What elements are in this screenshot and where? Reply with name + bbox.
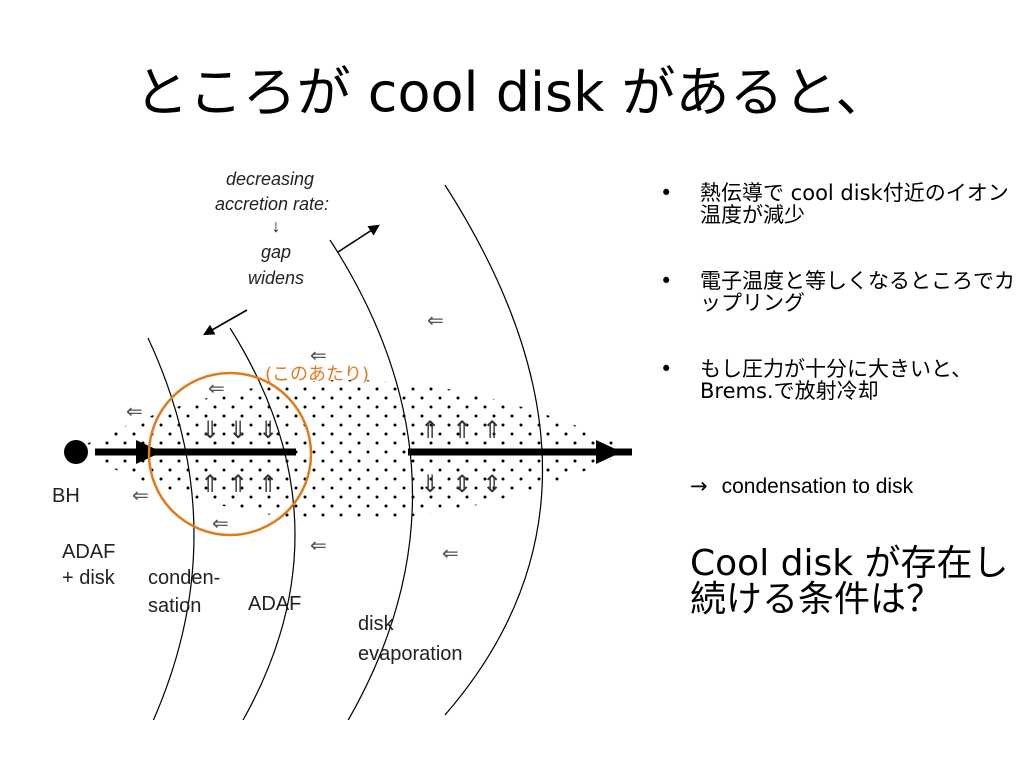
boundary-arc-1 bbox=[147, 337, 195, 720]
gap-arrow-out bbox=[337, 224, 380, 253]
gap-arrow-in bbox=[203, 309, 248, 336]
diagram-canvas: decreasing accretion rate: ↓ gap widens … bbox=[52, 169, 632, 720]
up-arrow-icon: ⇑ bbox=[258, 470, 278, 498]
bullet-text: もし圧力が十分に大きいと、Brems.で放射冷却 bbox=[700, 357, 973, 403]
bullet-text: 電子温度と等しくなるところでカップリング bbox=[700, 269, 1015, 315]
label-adaf: ADAF bbox=[248, 593, 301, 615]
updown-arrow-icon: ⇕ bbox=[452, 470, 472, 498]
left-arrow-icon: ⇐ bbox=[126, 399, 143, 423]
bullet-item: • 電子温度と等しくなるところでカップリング bbox=[660, 270, 1020, 314]
down-arrow-icon: ⇓ bbox=[420, 470, 440, 498]
boundary-arc-4 bbox=[444, 184, 543, 716]
up-arrow-icon: ⇑ bbox=[482, 416, 502, 444]
condensation-text: condensation to disk bbox=[721, 475, 914, 498]
bullet-icon: • bbox=[660, 269, 673, 293]
condensation-conclusion-line: → condensation to disk bbox=[690, 474, 913, 499]
label-bh: BH bbox=[52, 485, 80, 507]
bullet-list: • 熱伝導で cool disk付近のイオン温度が減少 • 電子温度と等しくなる… bbox=[660, 182, 1020, 446]
down-arrow-icon: ⇓ bbox=[228, 416, 248, 444]
left-arrow-icon: ⇐ bbox=[310, 533, 327, 557]
up-arrow-icon: ⇑ bbox=[200, 470, 220, 498]
bullet-item: • もし圧力が十分に大きいと、Brems.で放射冷却 bbox=[660, 358, 1020, 402]
adaf-disk-diagram: decreasing accretion rate: ↓ gap widens … bbox=[40, 160, 640, 720]
left-arrow-icon: ⇐ bbox=[208, 376, 225, 400]
slide-title: ところが cool disk があると、 bbox=[134, 61, 890, 124]
left-arrow-icon: ⇐ bbox=[427, 308, 444, 332]
right-arrow-icon: → bbox=[690, 474, 708, 498]
bullet-icon: • bbox=[660, 181, 673, 205]
label-evaporation-line1: disk bbox=[358, 613, 395, 635]
left-arrow-icon: ⇐ bbox=[442, 541, 459, 565]
down-arrow-icon: ⇓ bbox=[200, 416, 220, 444]
note-accretion-rate: accretion rate: bbox=[215, 194, 329, 214]
note-widens: widens bbox=[248, 268, 304, 288]
highlight-label: (このあたり) bbox=[265, 364, 369, 385]
up-arrow-icon: ⇑ bbox=[228, 470, 248, 498]
up-arrow-icon: ⇑ bbox=[452, 416, 472, 444]
left-arrow-icon: ⇐ bbox=[310, 343, 327, 367]
label-evaporation-line2: evaporation bbox=[358, 643, 463, 665]
label-adaf-disk-line1: ADAF bbox=[62, 541, 115, 563]
updown-arrow-icon: ⇕ bbox=[482, 470, 502, 498]
label-condensation-line2: sation bbox=[148, 595, 201, 617]
note-decreasing: decreasing bbox=[226, 169, 314, 189]
up-arrow-icon: ⇑ bbox=[420, 416, 440, 444]
boundary-arc-2 bbox=[229, 327, 296, 720]
down-arrow-icon: ⇓ bbox=[258, 416, 278, 444]
note-down-arrow: ↓ bbox=[272, 216, 281, 236]
left-arrow-icon: ⇐ bbox=[212, 511, 229, 535]
highlight-circle bbox=[147, 371, 313, 537]
black-hole bbox=[64, 440, 88, 464]
left-arrow-icon: ⇐ bbox=[132, 483, 149, 507]
outer-disk-arrowhead bbox=[596, 440, 622, 464]
boundary-arc-3 bbox=[329, 239, 414, 720]
bullet-text: 熱伝導で cool disk付近のイオン温度が減少 bbox=[700, 181, 1009, 227]
conclusion-question: Cool disk が存在し続ける条件は？ bbox=[690, 543, 1009, 620]
bullet-icon: • bbox=[660, 357, 673, 381]
label-condensation-line1: conden- bbox=[148, 567, 220, 589]
bullet-item: • 熱伝導で cool disk付近のイオン温度が減少 bbox=[660, 182, 1020, 226]
label-adaf-disk-line2: + disk bbox=[62, 567, 116, 589]
note-gap: gap bbox=[261, 242, 291, 262]
adaf-dotted-region bbox=[75, 380, 632, 520]
